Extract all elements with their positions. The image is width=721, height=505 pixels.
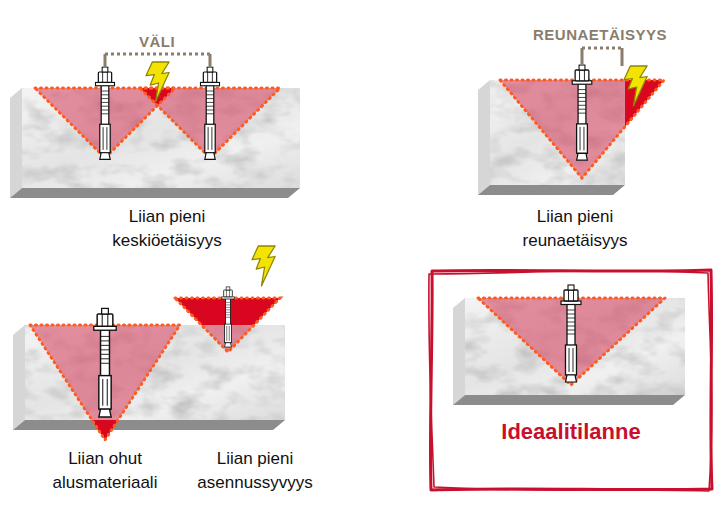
anchor-bolt [572, 65, 592, 160]
frame-title: Ideaalitilanne [428, 418, 714, 446]
dimension-bracket [582, 48, 622, 66]
frame-outline [428, 268, 714, 492]
caption-text: Liian pieni reunaetäisyys [505, 205, 645, 253]
lightning-symbol [252, 246, 275, 286]
highlight-frame: Ideaalitilanne [428, 268, 714, 492]
cone-zone [30, 298, 280, 440]
dimension-label: VÄLI [112, 33, 202, 51]
sketch-frame [430, 270, 712, 490]
dimension-label: REUNAETÄISYYS [515, 26, 685, 44]
caption-text: Liian pieni keskiöetäisyys [97, 205, 237, 253]
lightning-symbol [146, 62, 169, 102]
anchor-bolt [96, 67, 115, 159]
sketch-frame [429, 271, 712, 491]
caption-text: Liian ohut alusmateriaali [35, 447, 175, 495]
lightning-symbol [624, 66, 647, 106]
anchor-bolt [94, 308, 116, 417]
anchor-bolt [561, 285, 581, 382]
caption-text: Liian pieni asennussyvyys [185, 447, 325, 495]
anchor-bolt [222, 287, 234, 347]
concrete-block [10, 88, 300, 198]
anchor-bolt [201, 67, 220, 159]
